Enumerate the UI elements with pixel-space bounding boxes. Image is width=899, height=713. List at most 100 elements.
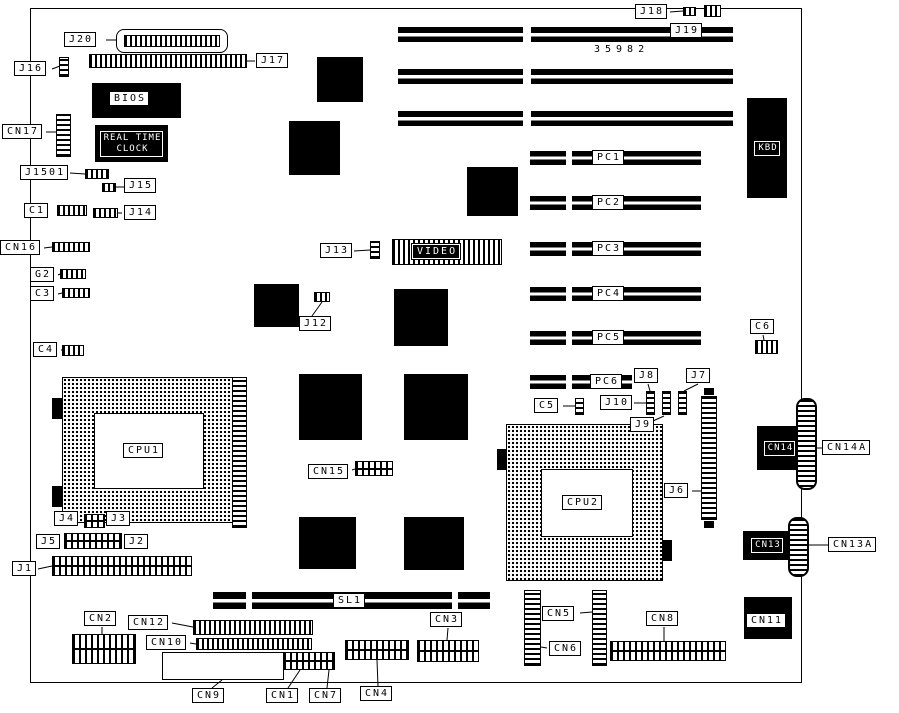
slot-key [452, 592, 458, 609]
c3-connector [62, 288, 90, 298]
label-cn6: CN6 [549, 641, 582, 656]
isa-slot-2 [398, 69, 733, 84]
label-j19: J19 [670, 23, 703, 38]
label-j8: J8 [634, 368, 659, 383]
connector-cap [704, 388, 714, 395]
label-sl1: SL1 [333, 593, 366, 608]
slot-key [566, 287, 572, 301]
connector-cap [704, 521, 714, 528]
socket-clip [663, 540, 672, 561]
j1501-connector [85, 169, 109, 179]
leader-line [540, 646, 548, 649]
c1-connector [57, 205, 87, 216]
label-j13: J13 [320, 243, 353, 258]
cn1-cn7-connector [283, 652, 335, 670]
j16-connector [59, 57, 69, 77]
keyboard-connector-label: KBD [754, 140, 780, 156]
label-cn4: CN4 [360, 686, 393, 701]
cn4-connector [345, 640, 409, 660]
label-cn10: CN10 [146, 635, 187, 650]
slot-key [246, 592, 252, 609]
keyboard-connector: KBD [747, 98, 787, 198]
cn12-connector [193, 620, 313, 635]
label-pc4: PC4 [592, 286, 625, 301]
label-cn16: CN16 [0, 240, 41, 255]
ic-chip [467, 167, 518, 216]
j15-connector [102, 183, 116, 192]
j4-j3-jumpers [84, 514, 105, 528]
ic-chip [254, 284, 299, 327]
label-j7: J7 [686, 368, 711, 383]
label-bios: BIOS [109, 91, 150, 106]
label-j18: J18 [635, 4, 668, 19]
label-j9: J9 [630, 417, 655, 432]
jumper-block [646, 391, 655, 415]
label-cn15: CN15 [308, 464, 349, 479]
socket-clip [52, 398, 62, 419]
label-c1: C1 [24, 203, 49, 218]
rtc-chip-label: REAL TIME CLOCK [99, 130, 164, 157]
leader-line [43, 246, 53, 249]
slot-key [523, 27, 531, 42]
cn13a-port [788, 517, 809, 577]
slot-key [566, 196, 572, 210]
j14-connector [93, 208, 118, 218]
slot-key [566, 242, 572, 256]
cn2-connector [72, 634, 136, 664]
label-c6: C6 [750, 319, 775, 334]
label-j5: J5 [36, 534, 61, 549]
ic-chip [394, 289, 448, 346]
jumper-block [662, 391, 671, 415]
j12-connector [314, 292, 330, 302]
cn5-connector-right [592, 590, 607, 666]
g2-connector [60, 269, 86, 279]
leader-line [287, 669, 301, 689]
j1-connector [52, 556, 192, 576]
leader-line [669, 10, 684, 13]
cn13-connector-label: CN13 [751, 538, 783, 553]
label-j2: J2 [124, 534, 149, 549]
cn15-connector [355, 461, 393, 476]
label-cn7: CN7 [309, 688, 342, 703]
label-j4: J4 [54, 511, 79, 526]
slot-key [523, 69, 531, 84]
socket-clip [52, 486, 62, 507]
label-cn8: CN8 [646, 611, 679, 626]
cn10-connector [196, 638, 312, 650]
leader-line [376, 659, 379, 687]
slot-key [566, 331, 572, 345]
rtc-chip: REAL TIME CLOCK [95, 125, 168, 162]
label-cn3: CN3 [430, 612, 463, 627]
leader-line [353, 249, 371, 252]
cn3-connector [417, 640, 479, 662]
label-pc3: PC3 [592, 241, 625, 256]
label-pc2: PC2 [592, 195, 625, 210]
label-cn1: CN1 [266, 688, 299, 703]
cn9-connector [162, 652, 284, 680]
board-number: 35982 [594, 44, 650, 55]
label-j6: J6 [664, 483, 689, 498]
leader-line [351, 468, 356, 471]
label-cn2: CN2 [84, 611, 117, 626]
cn8-connector [610, 641, 726, 661]
jumper-block [678, 391, 687, 415]
ic-chip [299, 517, 356, 569]
label-cn14a: CN14A [822, 440, 871, 455]
label-video: VIDEO [412, 244, 461, 259]
leader-line [69, 172, 86, 175]
leader-line [579, 611, 593, 614]
isa-slot-1 [398, 27, 733, 42]
label-j17: J17 [256, 53, 289, 68]
ic-chip [289, 121, 340, 175]
label-c5: C5 [534, 398, 559, 413]
leader-line [171, 622, 194, 628]
leader-line [683, 383, 699, 392]
leader-line [311, 301, 323, 317]
j20-connector [124, 35, 220, 47]
label-c3: C3 [30, 286, 55, 301]
label-g2: G2 [30, 267, 55, 282]
slot-key [566, 375, 572, 389]
socket-clip [497, 449, 506, 470]
